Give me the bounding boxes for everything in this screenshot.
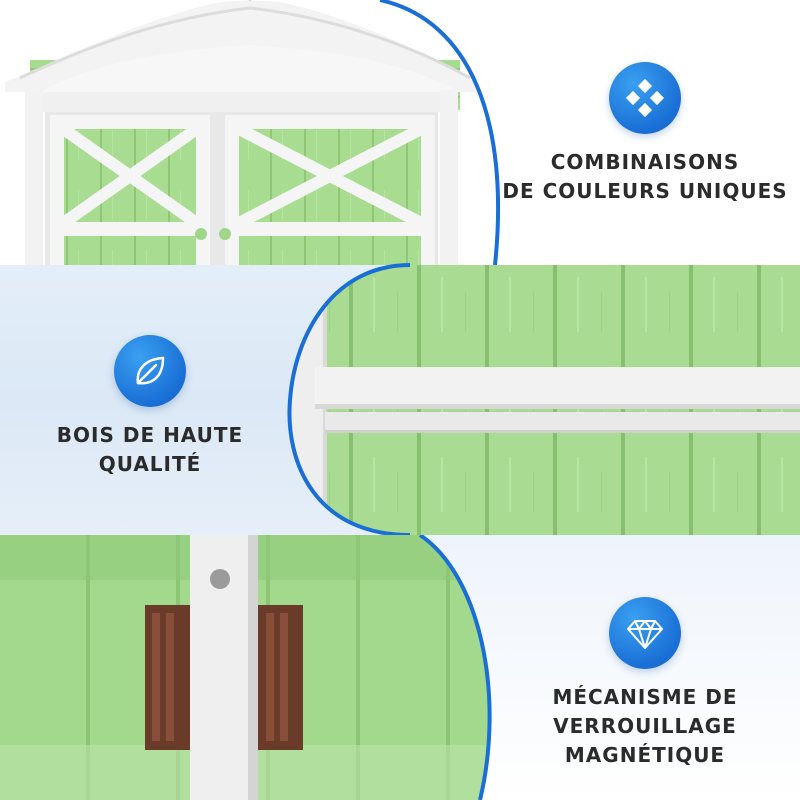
latch-closeup-photo	[0, 535, 500, 800]
feature-color-combinations: COMBINAISONS DE COULEURS UNIQUES	[500, 62, 790, 206]
leaf-icon	[114, 335, 186, 407]
feature-label-line: COMBINAISONS	[550, 150, 740, 174]
feature-label: MÉCANISME DE VERROUILLAGE MAGNÉTIQUE	[500, 683, 790, 770]
feature-label: COMBINAISONS DE COULEURS UNIQUES	[500, 148, 790, 206]
wood-closeup-photo	[285, 262, 800, 538]
feature-label: BOIS DE HAUTE QUALITÉ	[20, 421, 280, 479]
feature-wood-quality: BOIS DE HAUTE QUALITÉ	[20, 335, 280, 479]
feature-label-line: DE COULEURS UNIQUES	[502, 179, 788, 203]
feature-magnetic-lock: MÉCANISME DE VERROUILLAGE MAGNÉTIQUE	[500, 597, 790, 770]
feature-label-line: QUALITÉ	[98, 452, 202, 476]
diamonds-icon	[609, 62, 681, 134]
feature-label-line: MAGNÉTIQUE	[564, 743, 726, 767]
gem-icon	[609, 597, 681, 669]
feature-label-line: BOIS DE HAUTE	[56, 423, 244, 447]
feature-label-line: VERROUILLAGE	[553, 714, 737, 738]
feature-label-line: MÉCANISME DE	[552, 685, 738, 709]
shed-photo	[0, 0, 500, 265]
